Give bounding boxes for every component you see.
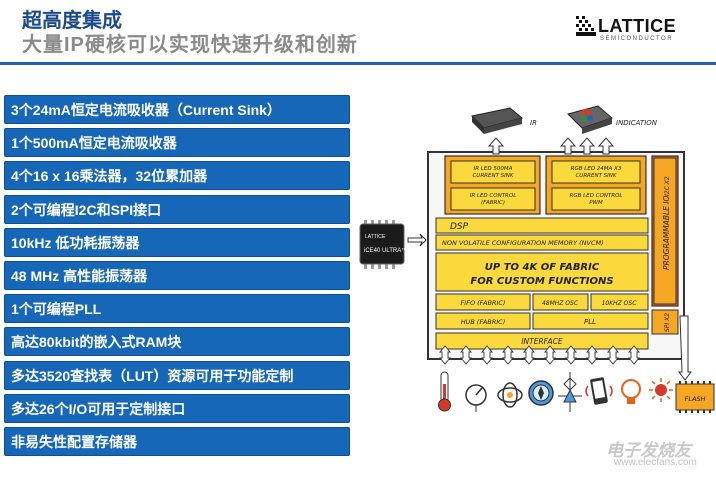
watermark-title: 电子发烧友 (606, 441, 691, 460)
feature-item: 多达26个I/O可用于定制接口 (4, 393, 350, 423)
ir-label: IR (530, 119, 537, 127)
feature-item: 10kHz 低功耗振荡器 (4, 227, 350, 257)
io-arrows-bottom (439, 345, 640, 365)
feature-item: 高达80kbit的嵌入式RAM块 (4, 327, 350, 357)
nvcm-block (435, 234, 649, 251)
interface-label: INTERFACE (521, 337, 563, 346)
sun-led-icon (649, 378, 673, 402)
feature-item: 48 MHz 高性能振荡器 (4, 260, 350, 290)
interface-block (435, 332, 649, 350)
fifo-label: FIFO (FABRIC) (461, 299, 506, 307)
flash-arrows (678, 315, 692, 381)
feature-item: 4个16 x 16乘法器，32位累加器 (4, 161, 350, 191)
i2c-label: I2C X2 (664, 176, 671, 196)
feature-list: 3个24mA恒定电流吸收器（Current Sink） 1个500mA恒定电流吸… (4, 95, 350, 460)
dsp-label: DSP (450, 222, 469, 232)
fifo-block (435, 293, 531, 311)
watermark-url: www.elecfans.com (614, 457, 697, 468)
feature-item: 3个24mA恒定电流吸收器（Current Sink） (4, 95, 350, 124)
io-arrows-top (487, 137, 615, 155)
magnetometer-icon (558, 372, 582, 412)
pll-label: PLL (584, 318, 596, 326)
feature-item: 1个可编程PLL (4, 294, 350, 324)
chip-arrow (407, 233, 427, 247)
feature-item: 多达3520查找表（LUT）资源可用于功能定制 (4, 360, 350, 390)
hub-block (435, 312, 531, 330)
rgb-led-icon (567, 105, 613, 134)
page-subtitle: 大量IP硬核可以实现快速升级和创新 (22, 34, 358, 56)
ir-device-icon (470, 107, 524, 134)
feature-item: 非易失性配置存储器 (4, 426, 350, 456)
header-rule (0, 62, 716, 65)
osc48-block (532, 293, 589, 311)
hub-label: HUB (FABRIC) (461, 318, 505, 326)
pll-block (532, 312, 649, 330)
dsp-block (435, 217, 649, 234)
lattice-logo-icon (574, 16, 596, 38)
compass-icon (528, 380, 554, 406)
programmable-io-label: PROGRAMMABLE IO (662, 195, 671, 270)
logo-text: LATTICE (598, 16, 677, 36)
osc10-block (590, 293, 649, 311)
ice40-chip-icon (359, 220, 405, 269)
chip-name: iCE40 ULTRA™ (364, 247, 407, 254)
flash-chip-icon (675, 381, 715, 413)
ir-led-control-label: IR LED CONTROL(FABRIC) (470, 193, 517, 206)
fabric-block (435, 252, 649, 292)
fabric-line2: FOR CUSTOM FUNCTIONS (470, 276, 613, 287)
indication-label: INDICATION (616, 119, 658, 127)
flash-label: FLASH (685, 395, 706, 403)
thermometer-icon (438, 371, 451, 412)
nvcm-label: NON VOLATILE CONFIGURATION MEMORY (NVCM) (442, 239, 604, 247)
feature-item: 2个可编程I2C和SPI接口 (4, 194, 350, 224)
feature-item: 1个500mA恒定电流吸收器 (4, 128, 350, 158)
phone-icon (585, 377, 613, 405)
page-title: 超高度集成 (22, 10, 122, 32)
light-bulb-icon (621, 379, 641, 404)
osc10-label: 10KHZ OSC (602, 300, 638, 307)
fabric-line1: UP TO 4K OF FABRIC (485, 262, 600, 273)
chip-brand: LATTICE (365, 234, 386, 240)
pressure-gauge-icon (465, 384, 487, 412)
spi-label: SPI X2 (664, 313, 671, 332)
gyroscope-icon (497, 382, 523, 408)
logo-subtext: SEMICONDUCTOR (600, 36, 674, 42)
osc48-label: 48MHZ OSC (542, 300, 579, 307)
